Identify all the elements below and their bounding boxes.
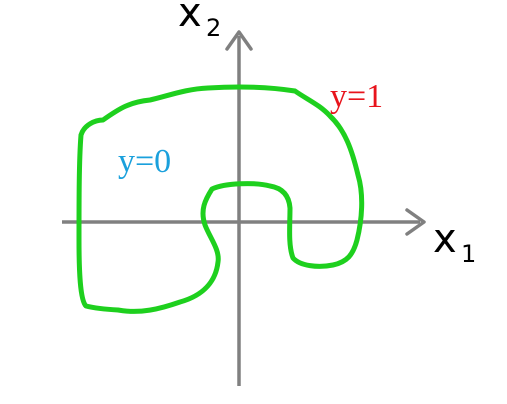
x1-axis-title: x 1 [433, 216, 476, 268]
region-label-y0: y=0 [118, 143, 171, 180]
x1-axis-title-base: x [433, 216, 457, 262]
x2-axis-arrowhead [225, 30, 253, 51]
decision-boundary-curve [76, 84, 365, 314]
x2-axis-title-subscript: 2 [206, 14, 221, 42]
x2-axis-title: x 2 [178, 0, 221, 42]
x1-axis-arrowhead [405, 208, 426, 236]
x1-axis [62, 208, 426, 236]
x2-axis [225, 30, 253, 386]
x2-axis-title-base: x [178, 0, 202, 36]
region-label-y1: y=1 [330, 78, 383, 115]
x1-axis-title-subscript: 1 [461, 240, 476, 268]
